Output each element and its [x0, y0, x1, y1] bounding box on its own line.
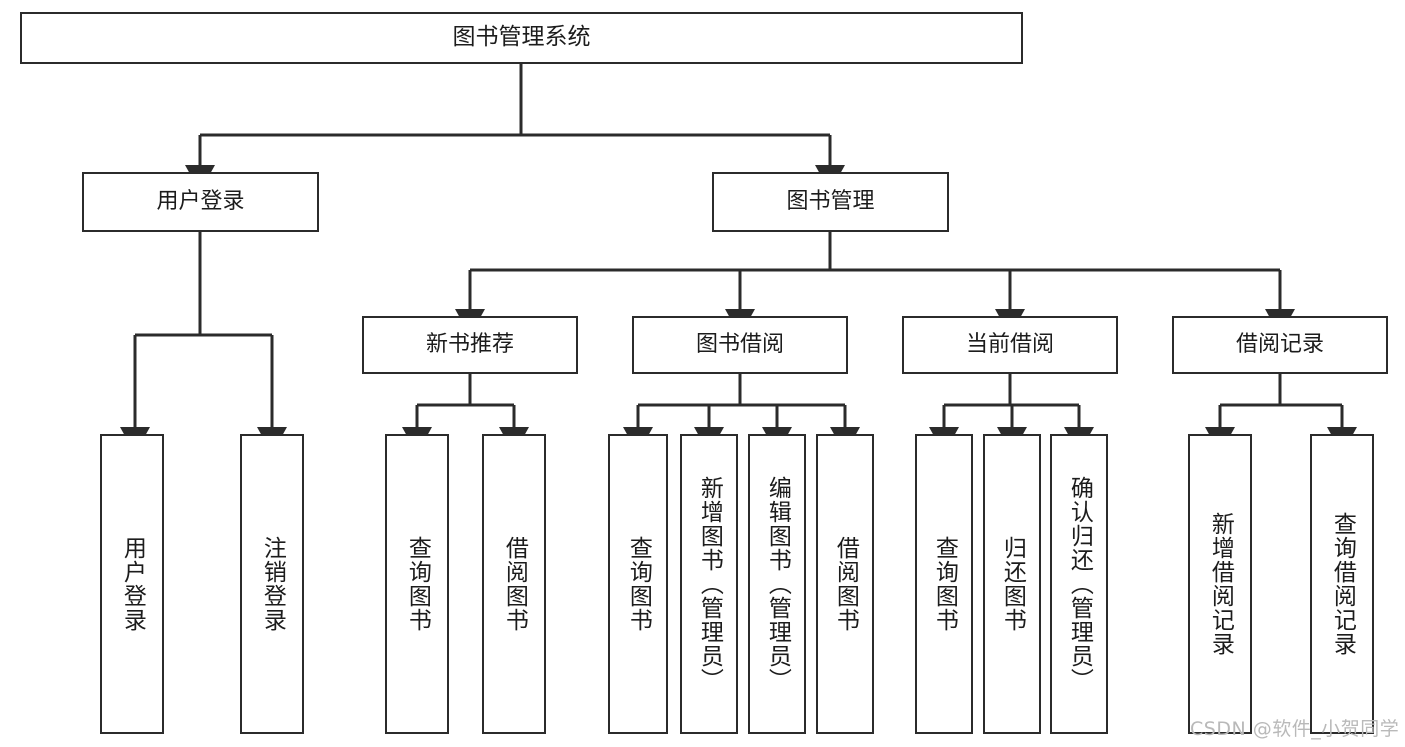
node-label: 确认归还（管理员） [1066, 476, 1093, 692]
node-label: 当前借阅 [965, 332, 1054, 358]
node-label: 查询图书 [625, 536, 652, 632]
node-label: 新增借阅记录 [1207, 512, 1234, 656]
node-label: 编辑图书（管理员） [764, 476, 791, 692]
node-leaf-1[interactable]: 注销登录 [240, 434, 304, 734]
node-label: 用户登录 [119, 536, 146, 632]
node-label: 新增图书（管理员） [696, 476, 723, 692]
node-root[interactable]: 图书管理系统 [20, 12, 1023, 64]
node-label: 查询图书 [404, 536, 431, 632]
node-label: 查询图书 [931, 536, 958, 632]
node-level2-3[interactable]: 借阅记录 [1172, 316, 1388, 374]
node-label: 图书管理 [786, 189, 875, 215]
node-leaf-11[interactable]: 新增借阅记录 [1188, 434, 1252, 734]
node-level2-0[interactable]: 新书推荐 [362, 316, 578, 374]
node-leaf-12[interactable]: 查询借阅记录 [1310, 434, 1374, 734]
node-label: 借阅图书 [501, 536, 528, 632]
node-label: 借阅记录 [1235, 332, 1324, 358]
node-leaf-5[interactable]: 新增图书（管理员） [680, 434, 738, 734]
node-label: 图书借阅 [695, 332, 784, 358]
node-label: 用户登录 [156, 189, 245, 215]
tree-connectors [120, 64, 1357, 454]
node-leaf-4[interactable]: 查询图书 [608, 434, 668, 734]
node-level1-1[interactable]: 图书管理 [712, 172, 949, 232]
node-level1-0[interactable]: 用户登录 [82, 172, 319, 232]
node-leaf-0[interactable]: 用户登录 [100, 434, 164, 734]
node-leaf-2[interactable]: 查询图书 [385, 434, 449, 734]
node-label: 注销登录 [259, 536, 286, 632]
node-label: 借阅图书 [832, 536, 859, 632]
node-leaf-9[interactable]: 归还图书 [983, 434, 1041, 734]
node-leaf-7[interactable]: 借阅图书 [816, 434, 874, 734]
node-label: 新书推荐 [425, 332, 514, 358]
node-level2-1[interactable]: 图书借阅 [632, 316, 848, 374]
node-leaf-8[interactable]: 查询图书 [915, 434, 973, 734]
node-label: 图书管理系统 [452, 24, 591, 51]
watermark-text: CSDN @软件_小贺同学 [1190, 718, 1400, 740]
node-label: 查询借阅记录 [1329, 512, 1356, 656]
node-label: 归还图书 [999, 536, 1026, 632]
node-leaf-10[interactable]: 确认归还（管理员） [1050, 434, 1108, 734]
node-leaf-6[interactable]: 编辑图书（管理员） [748, 434, 806, 734]
node-level2-2[interactable]: 当前借阅 [902, 316, 1118, 374]
node-leaf-3[interactable]: 借阅图书 [482, 434, 546, 734]
